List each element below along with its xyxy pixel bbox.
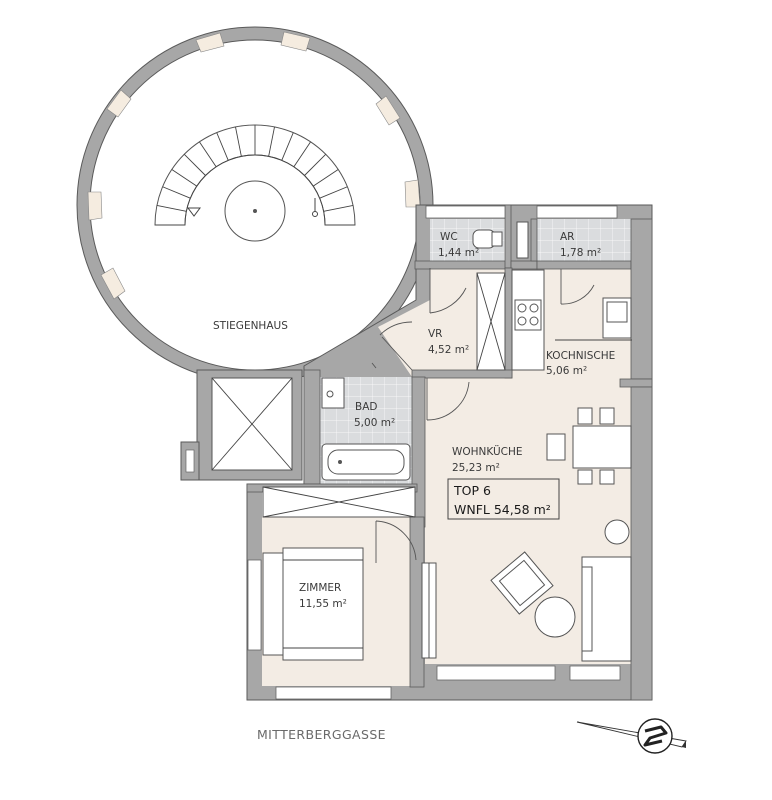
stair-tread — [312, 169, 339, 187]
vr-area: 4,52 m² — [428, 344, 469, 356]
stair-tread — [293, 141, 311, 168]
stair-tread — [216, 132, 229, 161]
bad-area: 5,00 m² — [354, 417, 395, 429]
unit-wnfl: WNFL 54,58 m² — [454, 502, 551, 517]
stair-tread — [323, 205, 354, 212]
wohnkueche-name: WOHNKÜCHE — [452, 445, 523, 458]
wohnkueche-area: 25,23 m² — [452, 462, 500, 474]
kitchen-fixtures — [511, 269, 632, 371]
bed — [262, 547, 364, 661]
unit-box: TOP 6 WNFL 54,58 m² — [447, 478, 560, 520]
stair-tread — [199, 141, 217, 168]
doors — [371, 268, 595, 563]
wc-fixtures — [472, 221, 529, 259]
zimmer-area: 11,55 m² — [299, 598, 347, 610]
stair-tread — [304, 153, 327, 176]
stair-tread — [156, 205, 187, 212]
stair-tread — [319, 186, 348, 199]
vr-name: VR — [428, 328, 442, 340]
vr-wardrobe — [476, 272, 506, 371]
wc-name: WC — [440, 231, 458, 243]
kochnische-area: 5,06 m² — [546, 365, 587, 377]
zimmer-name: ZIMMER — [299, 582, 341, 594]
kochnische-name: KOCHNISCHE — [546, 350, 615, 362]
ar-area: 1,78 m² — [560, 247, 601, 259]
north-arrow-icon — [576, 718, 687, 754]
bad-name: BAD — [355, 401, 377, 413]
stair-tread — [162, 186, 191, 199]
stair-tread — [268, 126, 275, 157]
wc-area: 1,44 m² — [438, 247, 479, 259]
ar-name: AR — [560, 231, 574, 243]
dining-set — [546, 407, 632, 485]
living-furniture — [421, 519, 632, 662]
street-name: MITTERBERGGASSE — [257, 727, 386, 742]
bath-fixtures — [321, 377, 411, 481]
spiral-stair — [154, 124, 356, 242]
elevator-shaft — [180, 369, 303, 481]
unit-top: TOP 6 — [453, 483, 491, 498]
stair-tread — [281, 132, 294, 161]
stair-tread — [183, 153, 206, 176]
stair-tread — [235, 126, 242, 157]
windows — [247, 205, 621, 700]
stairwell-label: STIEGENHAUS — [213, 320, 288, 332]
tower-windows — [87, 31, 421, 300]
stair-tread — [171, 169, 198, 187]
bedroom-wardrobe — [262, 486, 416, 518]
stairwell-tower: STIEGENHAUS — [76, 26, 434, 384]
